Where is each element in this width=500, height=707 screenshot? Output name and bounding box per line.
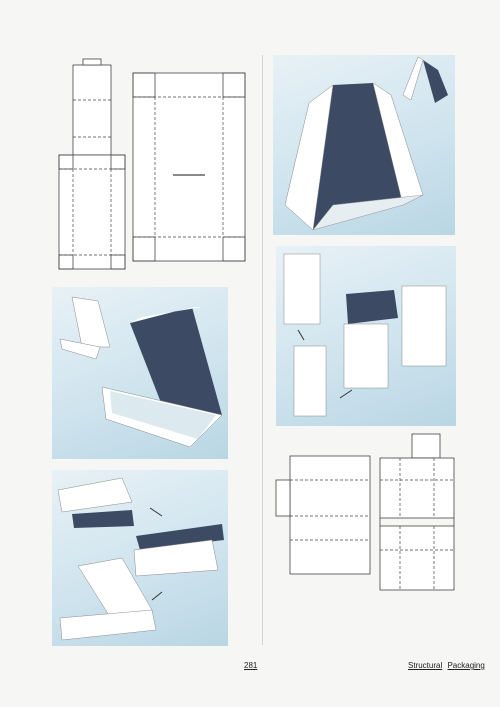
section-title: Structural Packaging [408, 661, 485, 670]
page-number: 281 [244, 661, 258, 670]
section-title-word-2: Packaging [447, 661, 485, 670]
column-divider [262, 55, 263, 645]
photo-panel-assembly-steps [52, 470, 228, 646]
section-title-word-1: Structural [408, 661, 443, 670]
photo-panel-sleeve-sequence [276, 246, 456, 426]
dieline-diagram-top-left [58, 58, 246, 270]
photo-panel-triangle-stand [273, 55, 455, 235]
photo-panel-book-box-stand [52, 287, 228, 459]
dieline-diagram-bottom-right [275, 433, 455, 591]
